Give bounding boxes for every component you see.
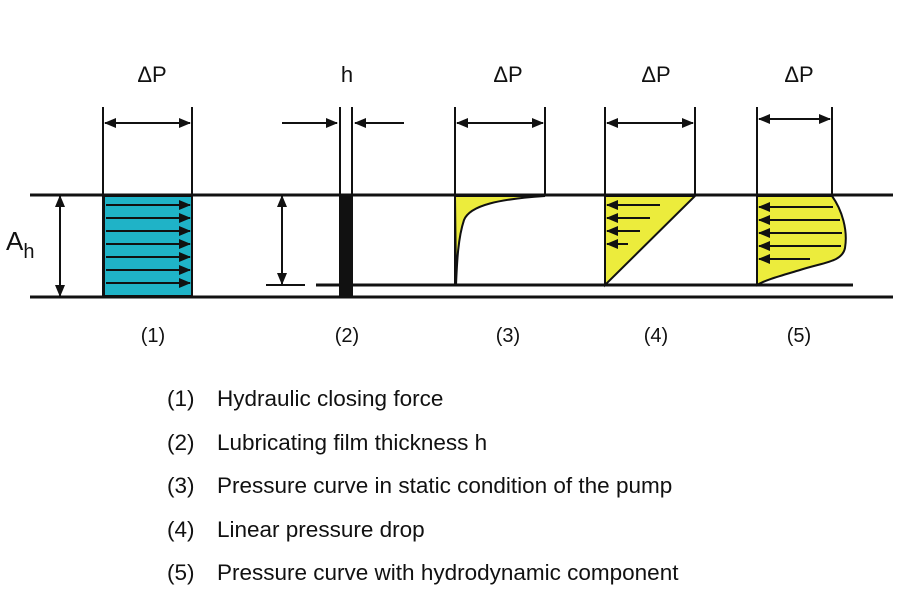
legend-number: (2) — [167, 429, 195, 455]
legend-number: (1) — [167, 386, 195, 411]
legend-number: (4) — [167, 516, 195, 542]
panel-number-5: (5) — [787, 325, 811, 347]
legend-text: Pressure curve with hydrodynamic compone… — [217, 560, 679, 585]
panel-5-hydrodynamic — [756, 107, 847, 287]
legend-item: (2) Lubricating film thickness h — [167, 426, 678, 470]
panel-3-static-pressure — [453, 107, 546, 286]
panel-1-hydraulic-force — [102, 107, 193, 297]
legend-text: Hydraulic closing force — [217, 386, 444, 411]
legend-item: (3) Pressure curve in static condition of… — [167, 469, 678, 513]
legend-number: (5) — [167, 560, 195, 585]
area-label: Ah — [6, 226, 34, 263]
legend-item: (4) Linear pressure drop — [167, 513, 678, 557]
film-thickness-label: h — [341, 62, 353, 87]
legend-text: Pressure curve in static condition of th… — [217, 473, 673, 498]
delta-p-label-3: ΔP — [493, 62, 522, 87]
legend-text: Lubricating film thickness h — [217, 429, 488, 455]
panel-4-linear-drop — [604, 107, 698, 288]
legend-number: (3) — [167, 473, 195, 498]
panel-number-3: (3) — [496, 325, 520, 347]
panel-2-film-thickness — [266, 107, 853, 297]
delta-p-label-5: ΔP — [784, 62, 813, 87]
legend-item: (1) Hydraulic closing force — [167, 382, 678, 426]
panel-number-1: (1) — [141, 325, 165, 347]
panel-number-2: (2) — [335, 325, 359, 347]
legend-item: (5) Pressure curve with hydrodynamic comp… — [167, 556, 678, 600]
legend: (1) Hydraulic closing force (2) Lubricatin… — [167, 382, 678, 600]
delta-p-label-4: ΔP — [641, 62, 670, 87]
panel-number-4: (4) — [644, 325, 668, 347]
delta-p-label-1: ΔP — [137, 62, 166, 87]
legend-text: Linear pressure drop — [217, 516, 425, 542]
